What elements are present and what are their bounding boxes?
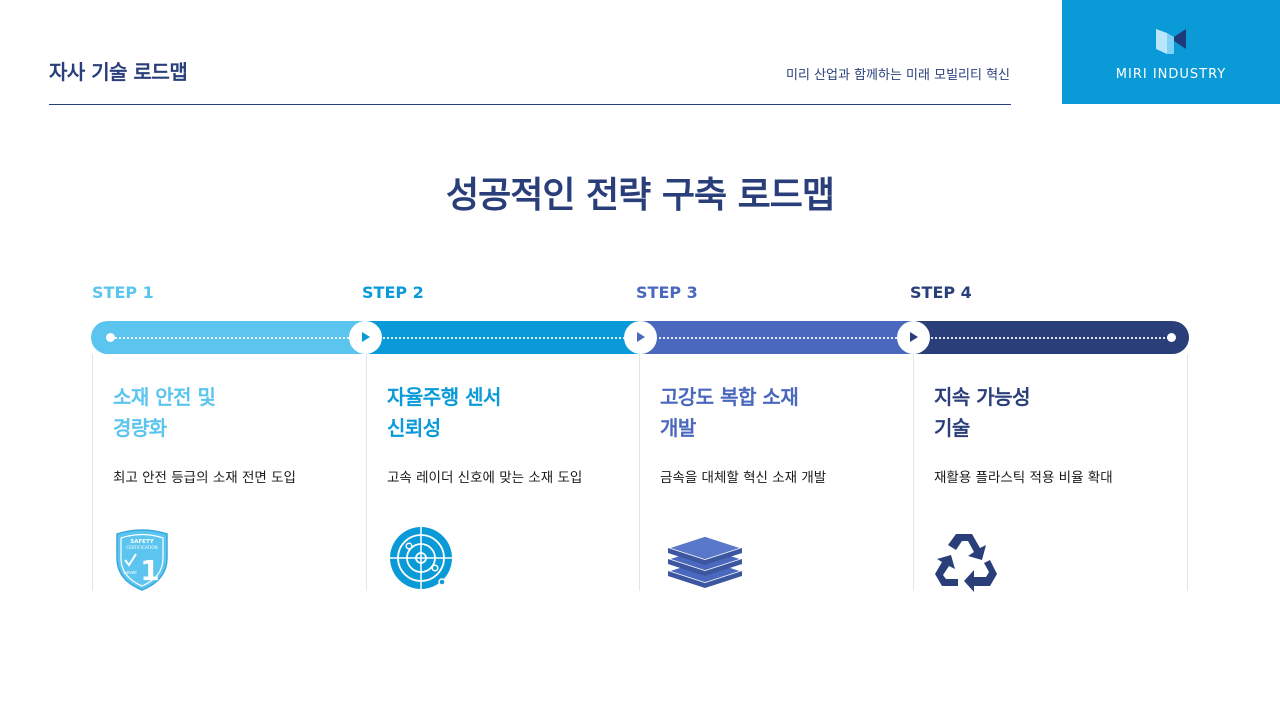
- step-1-title-line1: 소재 안전 및: [113, 385, 216, 409]
- step-2-label: STEP 2: [362, 283, 424, 302]
- step-2-title: 자율주행 센서 신뢰성: [387, 382, 627, 444]
- main-title: 성공적인 전략 구축 로드맵: [446, 175, 835, 216]
- step-4-label: STEP 4: [910, 283, 972, 302]
- step-2-card: 자율주행 센서 신뢰성 고속 레이더 신호에 맞는 소재 도입: [366, 354, 640, 591]
- timeline-start-dot: [106, 333, 115, 342]
- badge-line2: CERTIFICATION: [126, 545, 157, 550]
- step-4-title-line2: 기술: [934, 416, 970, 440]
- step-3-title: 고강도 복합 소재 개발: [660, 382, 900, 444]
- timeline-end-dot: [1167, 333, 1176, 342]
- step-3-label: STEP 3: [636, 283, 698, 302]
- step-2-title-line2: 신뢰성: [387, 416, 441, 440]
- brand-name: MIRI INDUSTRY: [1115, 67, 1227, 82]
- step-2-title-line1: 자율주행 센서: [387, 385, 501, 409]
- timeline-node-4: [897, 321, 930, 354]
- layers-icon: [666, 536, 744, 588]
- step-1-title-line2: 경량화: [113, 416, 167, 440]
- page-header-title: 자사 기술 로드맵: [49, 60, 188, 84]
- step-3-title-line2: 개발: [660, 416, 696, 440]
- timeline-bar: [91, 321, 1189, 354]
- step-2-description: 고속 레이더 신호에 맞는 소재 도입: [387, 470, 583, 486]
- page-header-subtitle: 미리 산업과 함께하는 미래 모빌리티 혁신: [786, 68, 1010, 83]
- radar-icon: [390, 527, 452, 589]
- timeline-node-3: [624, 321, 657, 354]
- step-1-label: STEP 1: [92, 283, 154, 302]
- step-3-card: 고강도 복합 소재 개발 금속을 대체할 혁신 소재 개발: [639, 354, 914, 591]
- brand-block: MIRI INDUSTRY: [1062, 0, 1280, 104]
- step-4-title: 지속 가능성 기술: [934, 382, 1174, 444]
- step-4-card: 지속 가능성 기술 재활용 플라스틱 적용 비율 확대: [913, 354, 1188, 592]
- badge-level-number: 1: [140, 554, 159, 587]
- header-divider: [49, 104, 1011, 105]
- step-4-title-line1: 지속 가능성: [934, 385, 1030, 409]
- badge-line1: SAFETY: [130, 539, 154, 545]
- step-3-description: 금속을 대체할 혁신 소재 개발: [660, 470, 827, 486]
- step-1-title: 소재 안전 및 경량화: [113, 382, 353, 444]
- timeline-node-2: [349, 321, 382, 354]
- step-1-card: 소재 안전 및 경량화 최고 안전 등급의 소재 전면 도입 SAFETY CE…: [92, 354, 367, 591]
- badge-level-word: Level: [123, 570, 136, 576]
- recycle-icon: [935, 534, 997, 592]
- step-4-description: 재활용 플라스틱 적용 비율 확대: [934, 470, 1113, 486]
- brand-logo-icon: [1156, 29, 1186, 54]
- step-1-description: 최고 안전 등급의 소재 전면 도입: [113, 470, 296, 486]
- safety-certification-badge-icon: SAFETY CERTIFICATION Level 1: [116, 529, 168, 591]
- step-3-title-line1: 고강도 복합 소재: [660, 385, 799, 409]
